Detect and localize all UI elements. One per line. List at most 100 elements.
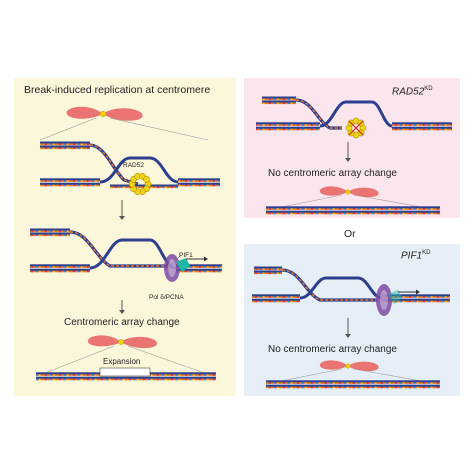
pif1-helicase bbox=[176, 258, 190, 272]
process-arrowhead bbox=[119, 310, 125, 314]
broken-end-strand bbox=[262, 96, 296, 100]
polymerase-pcna-label: Pol δ/PCNA bbox=[149, 294, 184, 301]
pif1-result-caption: No centromeric array change bbox=[268, 344, 397, 355]
centromere-dot bbox=[99, 110, 107, 118]
dna-repeat-stripe bbox=[382, 300, 450, 303]
chromosome-arm bbox=[121, 336, 158, 349]
dna-repeat-stripe bbox=[40, 143, 90, 146]
left-panel-title: Break-induced replication at centromere bbox=[24, 84, 211, 96]
broken-end-strand bbox=[254, 270, 282, 274]
direction-arrowhead bbox=[416, 289, 420, 295]
unchanged-array-duplex bbox=[266, 384, 440, 388]
broken-end-strand bbox=[254, 266, 282, 270]
rad52-protein-label: RAD52 bbox=[123, 162, 144, 169]
dna-repeat-stripe bbox=[392, 124, 452, 126]
template-duplex bbox=[382, 298, 450, 302]
dna-repeat-stripe bbox=[40, 184, 100, 187]
unchanged-array-duplex bbox=[266, 210, 440, 214]
or-connector: Or bbox=[344, 228, 356, 240]
dna-repeat-stripe bbox=[36, 378, 216, 381]
template-duplex bbox=[256, 126, 320, 130]
dna-repeat-stripe bbox=[262, 98, 296, 101]
centromere-dot bbox=[118, 339, 124, 345]
chromosome-arm bbox=[103, 108, 143, 121]
broken-end-strand bbox=[262, 100, 296, 104]
dna-repeat-stripe bbox=[256, 128, 320, 131]
invading-strand-repeats bbox=[69, 231, 172, 267]
dna-repeat-stripe bbox=[30, 270, 90, 273]
chromosome-arm bbox=[348, 361, 379, 372]
invading-strand-repeats bbox=[89, 144, 139, 185]
template-duplex bbox=[176, 264, 222, 268]
dna-repeat-stripe bbox=[254, 268, 282, 271]
broken-end-strand bbox=[40, 141, 90, 145]
expansion-label: Expansion bbox=[103, 357, 141, 366]
pif1-protein-label: PIF1 bbox=[179, 252, 193, 259]
template-duplex bbox=[256, 122, 320, 126]
dna-repeat-stripe bbox=[252, 296, 300, 298]
template-duplex bbox=[176, 268, 222, 272]
template-duplex bbox=[178, 178, 220, 182]
dna-repeat-stripe bbox=[40, 147, 90, 150]
chromosome-arm bbox=[319, 360, 348, 370]
rad52-disruption-mark bbox=[348, 120, 364, 136]
chromosome-arm bbox=[319, 186, 348, 196]
process-arrowhead bbox=[345, 334, 351, 338]
dna-repeat-stripe bbox=[176, 266, 222, 268]
pcna-clamp-hole bbox=[168, 259, 176, 277]
expansion-box bbox=[99, 367, 151, 377]
zoom-line bbox=[39, 117, 97, 141]
template-duplex bbox=[40, 178, 100, 182]
expanded-array-duplex bbox=[36, 376, 216, 380]
process-arrowhead bbox=[119, 216, 125, 220]
chromosome-arm bbox=[348, 187, 379, 198]
dna-repeat-stripe bbox=[30, 234, 70, 237]
dna-repeat-stripe bbox=[256, 124, 320, 126]
invading-strand-repeats bbox=[295, 99, 342, 129]
dna-repeat-stripe bbox=[30, 266, 90, 268]
zoom-line bbox=[39, 345, 115, 376]
template-duplex bbox=[30, 268, 90, 272]
template-duplex bbox=[252, 298, 300, 302]
broken-end-strand bbox=[30, 232, 70, 236]
pcna-clamp bbox=[164, 254, 180, 282]
broken-end-strand bbox=[40, 145, 90, 149]
template-duplex bbox=[30, 264, 90, 268]
migrating-bubble-strand bbox=[89, 238, 177, 270]
template-duplex bbox=[178, 182, 220, 186]
dna-repeat-stripe bbox=[266, 208, 440, 210]
rad52-ring-subunit bbox=[143, 175, 150, 183]
template-duplex bbox=[252, 294, 300, 298]
dna-repeat-stripe bbox=[30, 230, 70, 233]
dna-repeat-stripe bbox=[40, 180, 100, 182]
left-result-caption: Centromeric array change bbox=[64, 317, 180, 328]
pcna-clamp bbox=[376, 284, 392, 316]
chromosome-arm bbox=[66, 106, 103, 119]
centromere-dot bbox=[345, 363, 351, 369]
pif1-kd-label: PIF1KD bbox=[401, 250, 431, 262]
unchanged-array-duplex bbox=[266, 206, 440, 210]
rad52-result-caption: No centromeric array change bbox=[268, 168, 397, 179]
dna-repeat-stripe bbox=[266, 212, 440, 215]
dna-repeat-stripe bbox=[176, 270, 222, 273]
template-duplex bbox=[40, 182, 100, 186]
dna-repeat-stripe bbox=[178, 184, 220, 187]
dna-repeat-stripe bbox=[392, 128, 452, 131]
invading-strand-repeats bbox=[281, 269, 378, 301]
dna-repeat-stripe bbox=[254, 272, 282, 275]
direction-arrowhead bbox=[204, 256, 208, 262]
template-duplex bbox=[392, 126, 452, 130]
broken-end-strand bbox=[30, 228, 70, 232]
bubble-strand bbox=[299, 276, 383, 300]
rad52-kd-label: RAD52KD bbox=[392, 86, 433, 98]
d-loop-strand bbox=[99, 156, 179, 184]
dna-repeat-stripe bbox=[262, 102, 296, 105]
template-duplex bbox=[392, 122, 452, 126]
zoom-line bbox=[127, 345, 211, 376]
dna-repeat-stripe bbox=[382, 296, 450, 298]
extended-strand bbox=[69, 230, 172, 268]
dna-repeat-stripe bbox=[252, 300, 300, 303]
zoom-line bbox=[109, 117, 209, 141]
process-arrowhead bbox=[345, 158, 351, 162]
